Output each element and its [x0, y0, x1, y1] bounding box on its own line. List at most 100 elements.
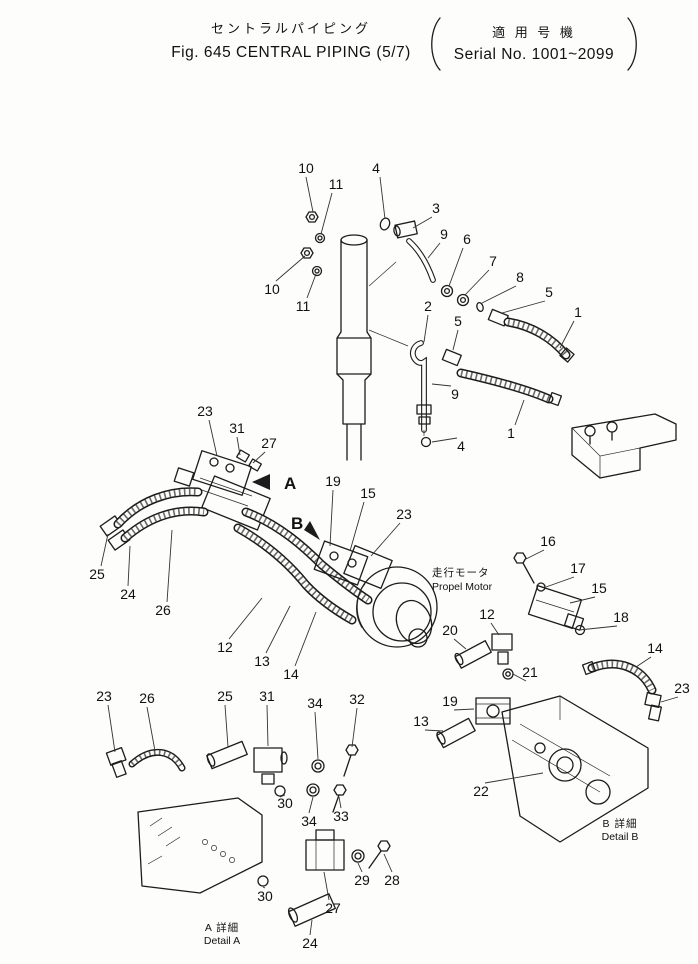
ring-18-shape [574, 624, 586, 636]
hose-loop-2-shape [120, 506, 209, 543]
elbow-12-right-shape [491, 633, 513, 665]
pipe-2-shape [409, 340, 427, 433]
propel-motor-shape [343, 544, 438, 648]
leader-line-23-41 [107, 704, 116, 753]
fitting-20-shape [454, 640, 492, 669]
washer-21-shape [502, 668, 514, 680]
o-ring-4a-shape [379, 217, 391, 231]
leader-line-27-51 [323, 871, 330, 901]
valve-19-15-shape [313, 540, 369, 586]
view-b-arrow-icon [304, 521, 320, 540]
leader-line-19-20 [329, 489, 334, 547]
leader-line-11-11 [306, 273, 317, 299]
detail-a-label-japanese: A 詳細 [205, 921, 239, 934]
leader-line-10-10 [275, 255, 306, 282]
valve-15-right-shape [527, 584, 585, 631]
hose-1-upper-shape [503, 317, 575, 363]
bolt-32-shape [343, 744, 359, 777]
callout-14-28: 14 [283, 666, 299, 682]
motor-label-english: Propel Motor [432, 581, 493, 593]
leader-line-10-0 [305, 176, 314, 213]
detail-b-label-english: Detail B [602, 831, 639, 843]
hose-26-detail-shape [128, 748, 186, 772]
hose-to-motor-1-shape [241, 507, 373, 605]
elbow-23-detail-shape [105, 746, 127, 778]
leader-line-30-47 [279, 794, 286, 798]
leader-line-15-21 [349, 501, 365, 552]
callout-25-23: 25 [89, 566, 105, 582]
leader-line-26-25 [166, 529, 173, 603]
leader-line-4-16 [431, 437, 458, 443]
fitting-7-shape [456, 293, 470, 307]
callout-6-5: 6 [463, 231, 471, 247]
callout-1-9: 1 [574, 304, 582, 320]
callout-3-3: 3 [432, 200, 440, 216]
callout-30-47: 30 [277, 795, 293, 811]
bracket-b-shape [501, 695, 649, 843]
bolt-33-shape [332, 784, 347, 813]
motor-label-japanese: 走行モータ [432, 566, 490, 579]
leader-line-8-7 [481, 285, 517, 304]
hose-to-motor-2-shape [233, 523, 357, 625]
callout-19-20: 19 [325, 473, 341, 489]
leader-line-24-54 [309, 919, 313, 936]
fitting-6-shape [440, 284, 454, 298]
callout-10-10: 10 [264, 281, 280, 297]
callout-2-12: 2 [424, 298, 432, 314]
leader-line-33-49 [338, 796, 342, 809]
callout-13-38: 13 [413, 713, 429, 729]
swivel-joint-shape [336, 234, 409, 461]
title-english: Fig. 645 CENTRAL PIPING (5/7) [171, 44, 411, 61]
leader-line-17-30 [545, 576, 575, 588]
block-19-right-shape [475, 697, 511, 725]
leader-line-22-40 [484, 772, 544, 784]
callout-28-53: 28 [384, 872, 400, 888]
callout-12-34: 12 [479, 606, 495, 622]
callout-22-40: 22 [473, 783, 489, 799]
leader-line-25-43 [224, 704, 229, 748]
o-ring-30b-shape [257, 875, 269, 887]
leader-line-24-24 [127, 545, 131, 587]
leader-line-6-5 [448, 247, 464, 287]
leader-line-34-45 [314, 711, 319, 760]
leader-line-5-13 [452, 329, 459, 351]
fitting-24-detail-shape [287, 893, 337, 927]
callout-18-32: 18 [613, 609, 629, 625]
leader-line-11-1 [320, 192, 333, 235]
pipe-9a-shape [406, 238, 436, 283]
callout-15-31: 15 [591, 580, 607, 596]
callout-23-22: 23 [396, 506, 412, 522]
callout-31-18: 31 [229, 420, 245, 436]
leader-line-14-36 [635, 656, 652, 668]
title-japanese: セントラルパイピング [211, 21, 371, 36]
washer-34a-shape [311, 759, 325, 773]
leader-line-21-35 [512, 673, 527, 682]
callout-31-44: 31 [259, 688, 275, 704]
washer-11b-shape [311, 265, 323, 277]
callout-13-27: 13 [254, 653, 270, 669]
view-a-label: A [284, 474, 296, 493]
fitting-5b-shape [441, 348, 462, 367]
callout-20-33: 20 [442, 622, 458, 638]
leader-line-27-19 [252, 451, 266, 464]
leader-line-28-53 [383, 853, 393, 873]
leader-line-5-8 [501, 300, 546, 314]
leader-line-16-29 [523, 549, 545, 561]
callout-5-13: 5 [454, 313, 462, 329]
callout-16-29: 16 [540, 533, 556, 549]
leader-line-18-32 [578, 625, 618, 631]
callout-23-17: 23 [197, 403, 213, 419]
callout-4-16: 4 [457, 438, 465, 454]
fitting-25-detail-shape [206, 740, 248, 770]
leader-line-29-52 [357, 862, 363, 873]
callout-30-50: 30 [257, 888, 273, 904]
callout-7-6: 7 [489, 253, 497, 269]
leader-line-31-18 [236, 436, 241, 456]
callout-34-45: 34 [307, 695, 323, 711]
nut-10a-shape [305, 211, 319, 223]
o-ring-30a-shape [274, 785, 286, 797]
leader-line-12-26 [228, 597, 263, 640]
ring-8-shape [476, 301, 484, 313]
